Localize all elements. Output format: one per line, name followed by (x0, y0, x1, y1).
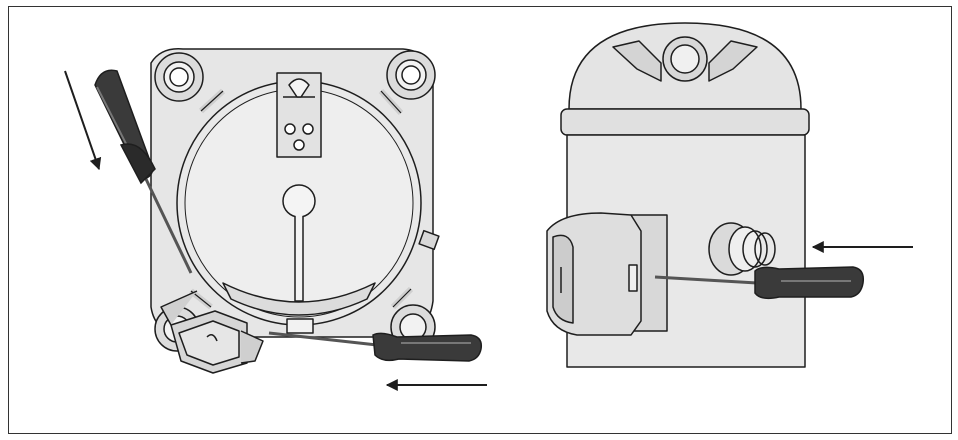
terminal-cover-side (546, 212, 642, 336)
suction-fitting (708, 222, 776, 276)
cradle (222, 282, 376, 316)
top-view-compressor (150, 48, 440, 374)
terminal-cover-top (160, 290, 264, 374)
arrow-push-down-icon (64, 70, 102, 171)
screwdriver-right (268, 331, 483, 362)
screwdriver-left (94, 69, 193, 274)
compressor-illustration (64, 22, 913, 391)
lifting-bracket (276, 72, 322, 158)
mounting-lug-top-left (154, 52, 204, 102)
terminal-clip (286, 318, 314, 334)
mounting-lug-top-right (386, 50, 436, 100)
shell-rim (560, 108, 810, 136)
screwdriver-side (654, 266, 865, 300)
figure-frame (8, 6, 952, 434)
side-view-compressor (546, 22, 810, 368)
center-boss (282, 184, 316, 218)
